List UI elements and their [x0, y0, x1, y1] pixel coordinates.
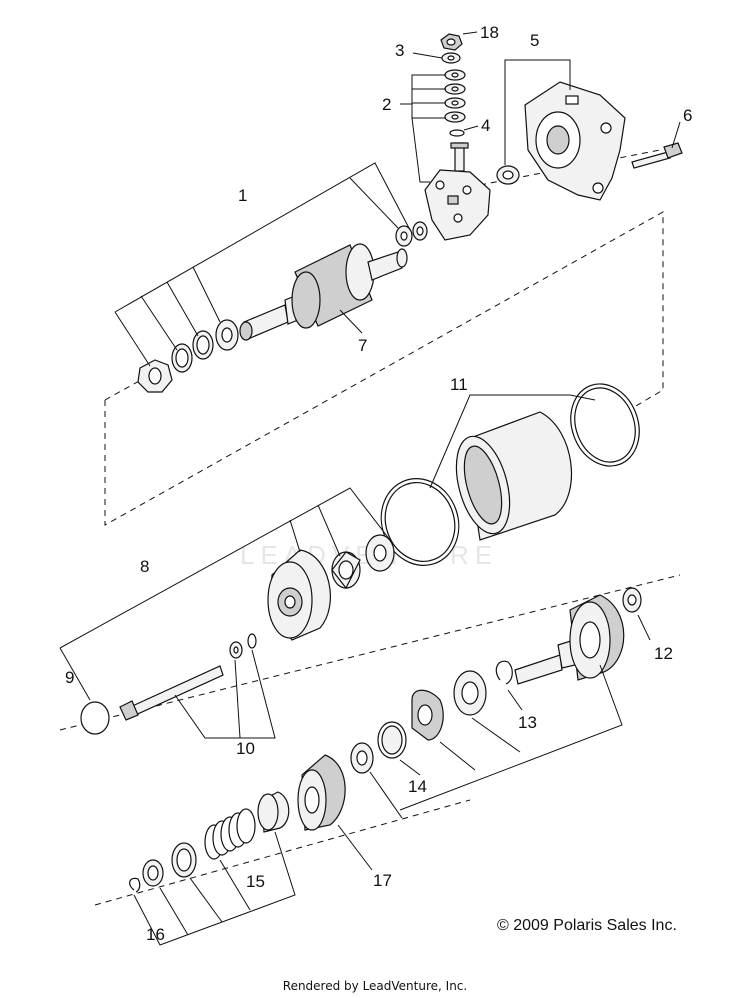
- callout-12: 12: [654, 644, 673, 663]
- front-housing: [267, 549, 331, 641]
- needle-bearing: [331, 551, 361, 590]
- callout-8: 8: [140, 557, 149, 576]
- callout-2: 2: [382, 95, 391, 114]
- callout-14: 14: [408, 777, 427, 796]
- callout-16: 16: [146, 925, 165, 944]
- washer-16: [142, 859, 164, 887]
- plug-9: [80, 701, 110, 735]
- callout-4: 4: [481, 116, 490, 135]
- o-ring-front: [380, 478, 460, 566]
- ring-15: [171, 842, 197, 878]
- callout-5: 5: [530, 31, 539, 50]
- washer-small-a: [229, 641, 243, 659]
- armature-washers: [137, 221, 428, 393]
- motor-housing: [455, 411, 573, 541]
- end-cap-5: [524, 81, 626, 201]
- terminal-stud: [450, 142, 469, 172]
- callout-3: 3: [395, 41, 404, 60]
- armature-7: [239, 243, 408, 341]
- ball-bearing: [365, 534, 395, 572]
- callout-11: 11: [450, 375, 468, 394]
- copyright-notice: © 2009 Polaris Sales Inc.: [497, 917, 677, 934]
- washer-small-b: [247, 633, 257, 649]
- bolt-6: [631, 142, 683, 169]
- collar: [257, 791, 290, 833]
- clutch-shell-14: [411, 689, 444, 741]
- callout-6: 6: [683, 106, 692, 125]
- washer-12: [622, 587, 642, 613]
- callout-13: 13: [518, 713, 537, 732]
- snap-ring-13: [495, 660, 513, 685]
- callout-10: 10: [236, 739, 255, 758]
- clip-16: [129, 877, 141, 893]
- o-ring-4: [449, 129, 465, 137]
- rendered-by-footer: Rendered by LeadVenture, Inc.: [282, 979, 468, 993]
- leader-lines: [59, 31, 681, 946]
- o-ring-rear: [570, 383, 640, 467]
- callout-15: 15: [246, 872, 265, 891]
- callout-18: 18: [480, 23, 499, 42]
- washer-14: [350, 742, 374, 774]
- bushing: [496, 165, 520, 185]
- washer-stack-2: [444, 69, 466, 123]
- brush-plate: [424, 169, 491, 241]
- washer-large: [453, 670, 487, 716]
- callout-9: 9: [65, 668, 74, 687]
- needle-ring: [377, 721, 407, 759]
- through-bolt-10: [119, 665, 224, 721]
- callout-7: 7: [358, 336, 367, 355]
- spring-15: [204, 808, 256, 860]
- washer-3: [441, 52, 461, 64]
- pinion-gear-17: [297, 754, 346, 831]
- drive-gear-shaft: [514, 594, 625, 685]
- callout-17: 17: [373, 871, 392, 890]
- callout-1: 1: [238, 186, 247, 205]
- callout-labels: 1 2 3 4 5 6 7 8 9 10 11 12 13 14 15 16 1…: [65, 23, 692, 944]
- nut-18: [440, 33, 463, 51]
